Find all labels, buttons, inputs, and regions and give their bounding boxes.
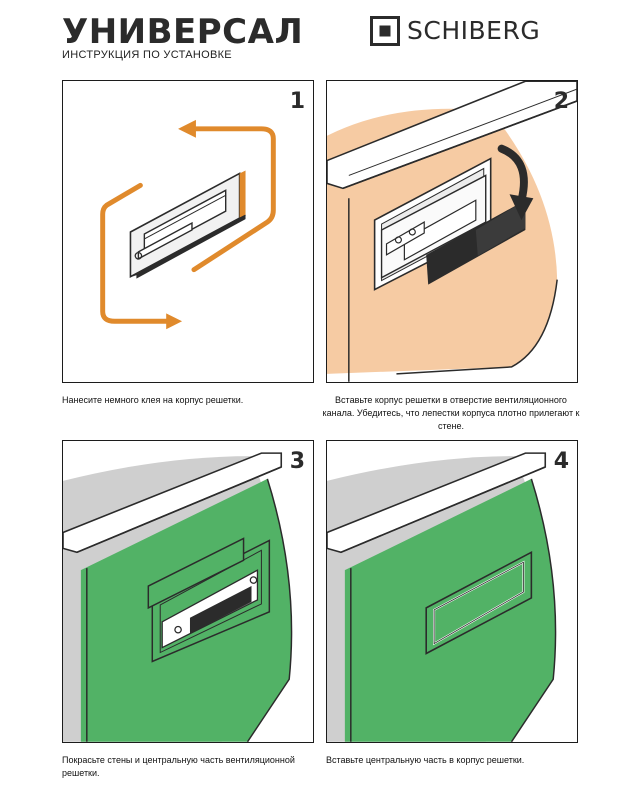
page-title: УНИВЕРСАЛ [62, 12, 304, 52]
step-1-number: 1 [289, 89, 305, 114]
step-3-illustration [63, 452, 293, 742]
step-4-number: 4 [553, 449, 569, 474]
step-2-number: 2 [553, 89, 569, 114]
step-1-panel: 1 [62, 80, 314, 383]
step-3-panel: 3 [62, 440, 314, 743]
step-1-illustration [100, 119, 276, 330]
brand-logo: SCHIBERG [370, 16, 540, 46]
step-2-panel: 2 [326, 80, 578, 383]
step-3-caption: Покрасьте стены и центральную часть вент… [62, 755, 295, 778]
step-4-illustration [327, 452, 557, 742]
step-1-caption: Нанесите немного клея на корпус решетки. [62, 395, 244, 405]
step-3-number: 3 [289, 449, 305, 474]
page-subtitle: ИНСТРУКЦИЯ ПО УСТАНОВКЕ [62, 49, 232, 61]
step-2-illustration [327, 81, 577, 382]
brand-logo-icon [370, 16, 400, 46]
step-4-caption: Вставьте центральную часть в корпус реше… [326, 755, 525, 765]
step-4-panel: 4 [326, 440, 578, 743]
step-2-caption: Вставьте корпус решетки в отверстие вент… [322, 395, 580, 431]
brand-name: SCHIBERG [407, 16, 541, 45]
